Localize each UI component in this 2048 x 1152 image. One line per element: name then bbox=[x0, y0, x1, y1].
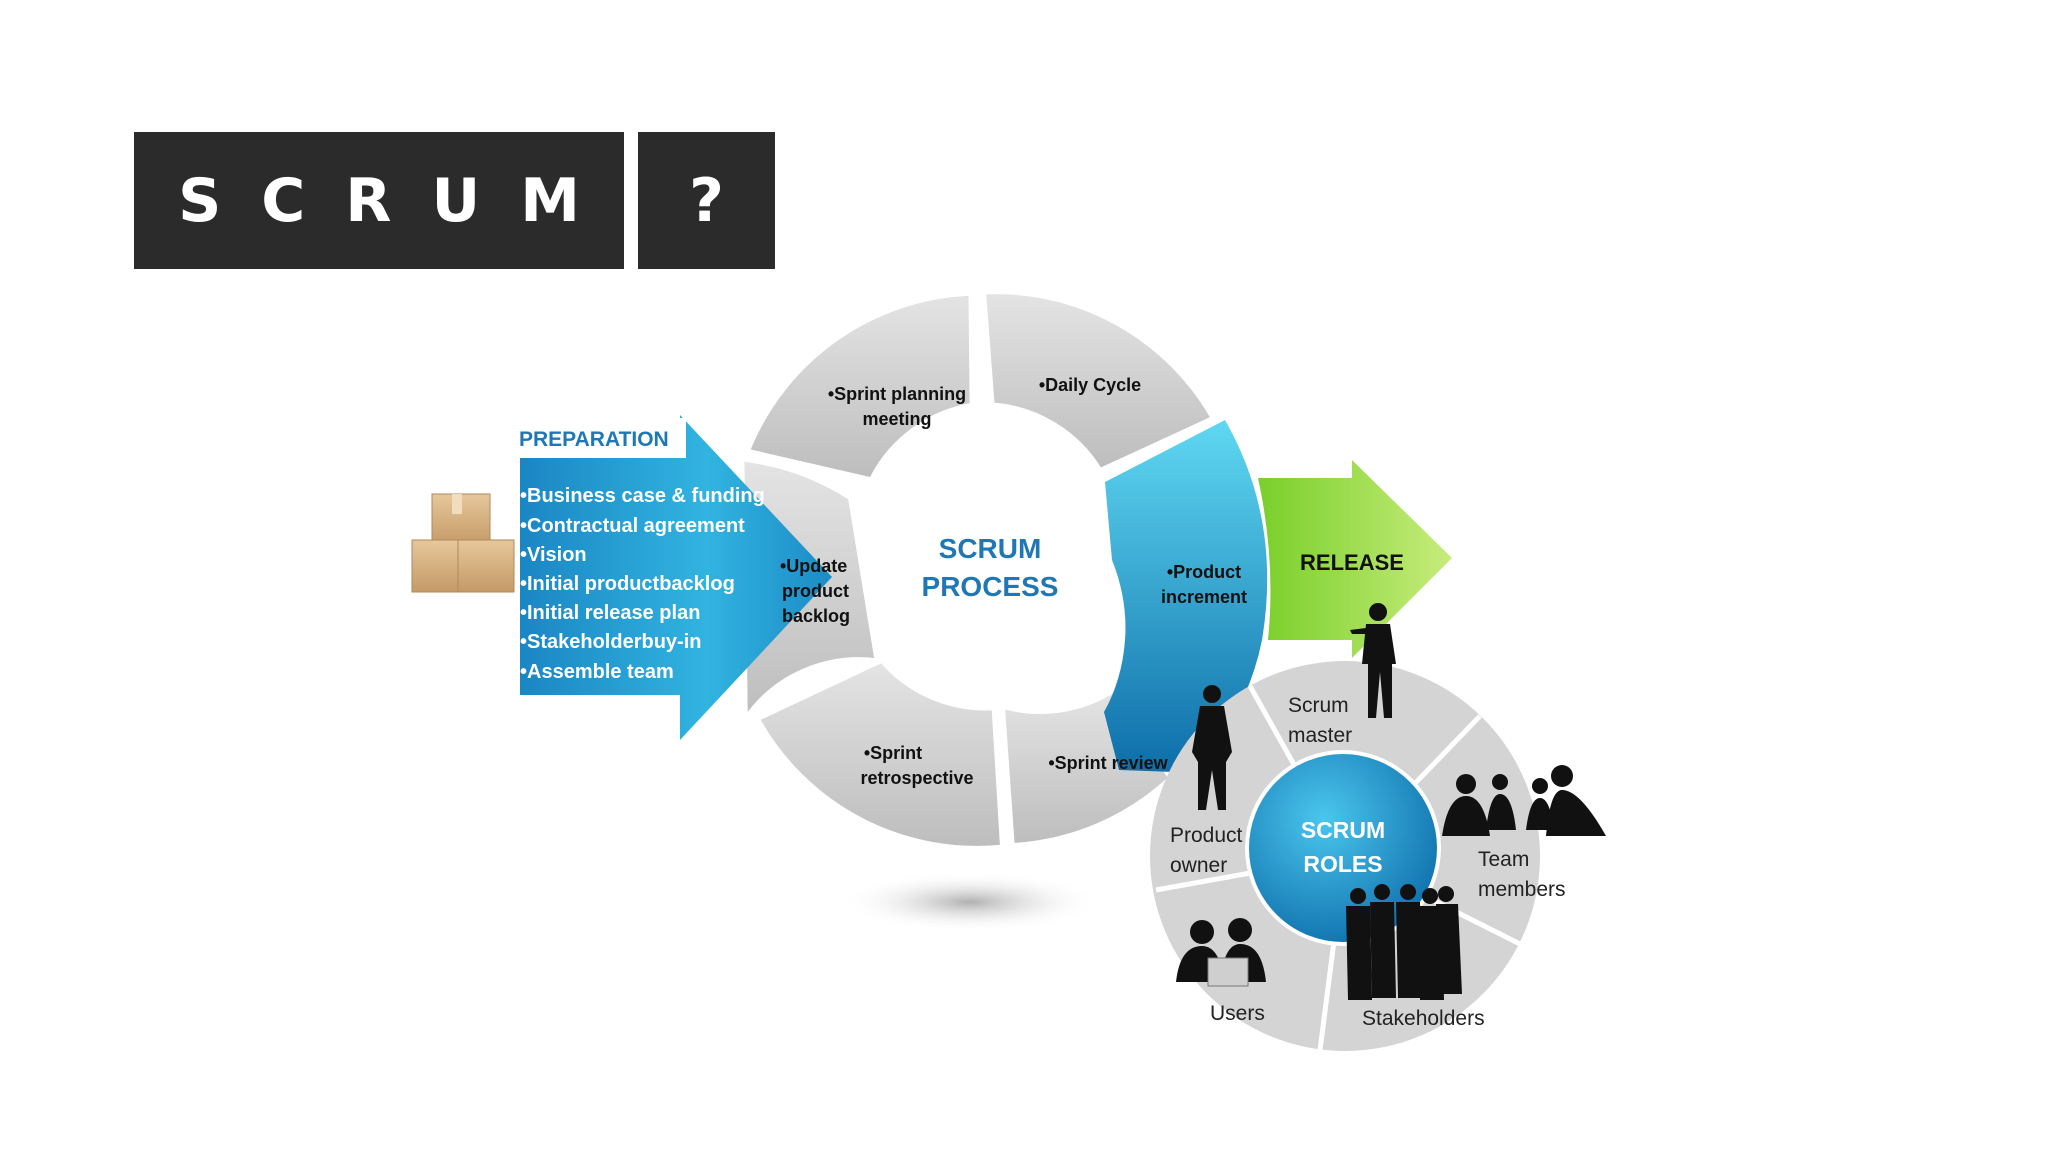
preparation-item: •Business case & funding bbox=[520, 485, 765, 507]
segment-update-backlog-label: backlog bbox=[782, 606, 850, 626]
segment-sprint-review-label: •Sprint review bbox=[1048, 753, 1168, 773]
preparation-item: •Vision bbox=[520, 544, 587, 566]
segment-sprint-planning bbox=[745, 291, 974, 482]
preparation-item: •Assemble team bbox=[520, 661, 674, 683]
role-stakeholders-label: Stakeholders bbox=[1362, 1007, 1485, 1030]
preparation-item: •Initial productbacklog bbox=[520, 573, 735, 595]
team-members-group-icon bbox=[1442, 765, 1606, 836]
preparation-heading: PREPARATION bbox=[519, 428, 669, 451]
segment-sprint-retrospective-label: retrospective bbox=[860, 768, 973, 788]
roles-title-line2: ROLES bbox=[1303, 851, 1382, 877]
process-title-line1: SCRUM bbox=[939, 533, 1042, 564]
roles-title-line1: SCRUM bbox=[1301, 817, 1385, 843]
scrum-master-silhouette-icon bbox=[1350, 603, 1396, 718]
role-team-members-label: Team bbox=[1478, 848, 1529, 871]
segment-sprint-retrospective bbox=[755, 658, 1005, 850]
segment-daily-cycle-label: •Daily Cycle bbox=[1039, 375, 1141, 395]
process-center bbox=[862, 438, 1118, 694]
preparation-item: •Contractual agreement bbox=[520, 515, 745, 537]
floor-shadow bbox=[840, 872, 1100, 932]
segment-daily-cycle bbox=[981, 290, 1216, 473]
title-scrum: SCRUM bbox=[134, 132, 624, 269]
role-scrum-master-label: Scrum bbox=[1288, 694, 1349, 717]
roles-center bbox=[1245, 750, 1441, 946]
preparation-heading-bg bbox=[514, 418, 686, 458]
segment-update-backlog-label: •Update bbox=[780, 556, 847, 576]
role-users-label: Users bbox=[1210, 1002, 1265, 1025]
title-question-mark: ? bbox=[638, 132, 775, 269]
release-arrow bbox=[1258, 460, 1452, 658]
role-team-members-label: members bbox=[1478, 878, 1566, 901]
segment-sprint-planning-label: •Sprint planning bbox=[828, 384, 966, 404]
segment-sprint-planning-label: meeting bbox=[862, 409, 931, 429]
stakeholders-group-icon bbox=[1346, 884, 1462, 1000]
process-title-line2: PROCESS bbox=[922, 571, 1059, 602]
product-owner-silhouette-icon bbox=[1192, 685, 1232, 810]
preparation-list: •Business case & funding •Contractual ag… bbox=[520, 485, 765, 683]
segment-sprint-retrospective-label: •Sprint bbox=[864, 743, 922, 763]
preparation-arrow bbox=[520, 415, 832, 740]
preparation-item: •Initial release plan bbox=[520, 602, 700, 624]
segment-product-increment-label: •Product bbox=[1167, 562, 1241, 582]
segment-product-increment-label: increment bbox=[1161, 587, 1247, 607]
role-product-owner-label: Product bbox=[1170, 824, 1243, 847]
boxes-icon bbox=[411, 493, 515, 593]
role-product-owner-label: owner bbox=[1170, 854, 1227, 877]
role-scrum-master-label: master bbox=[1288, 724, 1352, 747]
users-group-icon bbox=[1176, 918, 1266, 987]
preparation-item: •Stakeholderbuy-in bbox=[520, 631, 701, 653]
release-label: RELEASE bbox=[1300, 550, 1404, 575]
segment-update-backlog-label: product bbox=[782, 581, 849, 601]
product-increment-arrow bbox=[1104, 420, 1268, 772]
